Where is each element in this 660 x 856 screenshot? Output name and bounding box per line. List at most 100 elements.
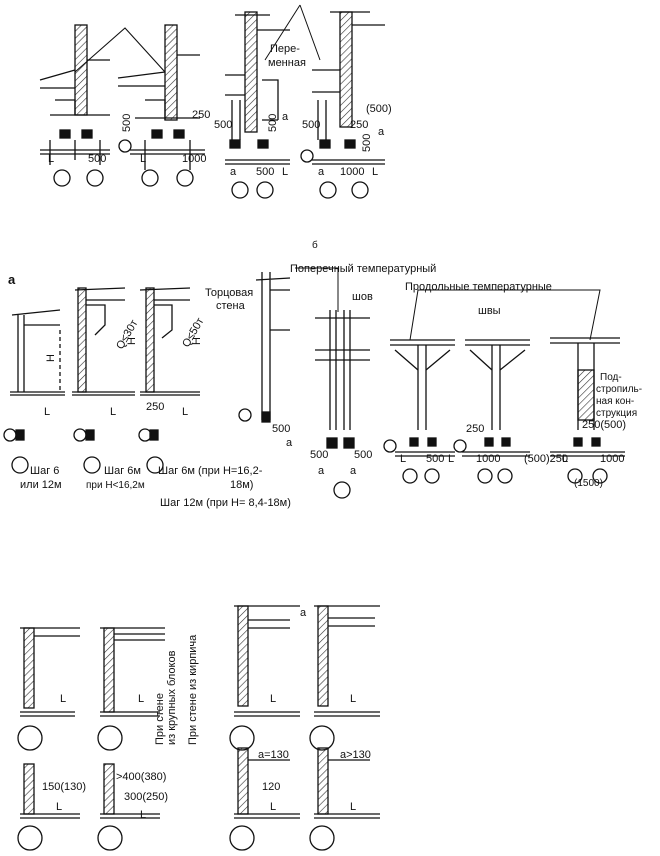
step-label-1b: или 12м bbox=[20, 479, 62, 491]
bot-dim-L3: L bbox=[270, 693, 276, 705]
mid-frame-2 bbox=[72, 287, 135, 474]
top-dim-L4: L bbox=[372, 166, 378, 178]
top-dim-500g: 500 bbox=[361, 134, 373, 152]
part-label-b: б bbox=[312, 239, 318, 251]
frame-node-1 bbox=[39, 24, 110, 187]
bot-node-3 bbox=[17, 763, 80, 851]
rafter-label-2: стропиль- bbox=[596, 384, 642, 395]
mid-frame-end-wall bbox=[238, 272, 291, 423]
top-dim-500c: 500 bbox=[214, 119, 232, 131]
mid-frame-3 bbox=[138, 287, 200, 474]
mid-dim-L6: L bbox=[562, 453, 568, 465]
step-label-2a: Шаг 6м bbox=[104, 465, 141, 477]
mid-dim-250par500: 250(500) bbox=[582, 419, 626, 431]
mid-frame-long-1 bbox=[383, 339, 455, 484]
bot-dim-a130: a=130 bbox=[258, 749, 289, 761]
bot-dim-agt130: a>130 bbox=[340, 749, 371, 761]
mid-dim-250: 250 bbox=[146, 401, 164, 413]
part-label-a: а bbox=[8, 272, 16, 287]
mid-frame-long-2 bbox=[453, 339, 530, 484]
top-dim-500par: (500) bbox=[366, 103, 392, 115]
bot-node-1 bbox=[17, 627, 80, 751]
mid-dim-L3: L bbox=[182, 406, 188, 418]
bot-node-2 bbox=[97, 627, 165, 751]
bot-dim-L2: L bbox=[138, 693, 144, 705]
top-dim-250b: 250 bbox=[350, 119, 368, 131]
end-wall-label-1: Торцовая bbox=[205, 287, 253, 299]
top-dim-1000b: 1000 bbox=[340, 166, 364, 178]
bot-dim-L5: L bbox=[56, 801, 62, 813]
mid-dim-L2: L bbox=[110, 406, 116, 418]
rafter-label-3: ная кон- bbox=[596, 396, 634, 407]
top-dim-a2: a bbox=[230, 166, 237, 178]
bot-node-8 bbox=[309, 747, 380, 851]
top-dim-500d: 500 bbox=[267, 114, 279, 132]
mid-dim-500ls: 500 bbox=[426, 453, 444, 465]
bottom-wall-nodes bbox=[17, 605, 380, 851]
mid-dim-500end: 500 bbox=[272, 423, 290, 435]
frame-node-3 bbox=[225, 11, 290, 199]
bot-dim-a1: a bbox=[300, 607, 307, 619]
transverse-seam-label-2: шов bbox=[352, 291, 373, 303]
step-label-2b: при H<16,2м bbox=[86, 480, 145, 491]
top-dim-L2: L bbox=[140, 153, 146, 165]
top-frame-nodes bbox=[39, 4, 385, 199]
bot-dim-300: 300(250) bbox=[124, 791, 168, 803]
top-dim-L1: L bbox=[48, 153, 54, 165]
bot-node-6 bbox=[309, 605, 380, 751]
top-dim-a4: a bbox=[318, 166, 325, 178]
blocks-wall-label-2: из крупных блоков bbox=[166, 650, 178, 745]
step-label-4: Шаг 12м (при H= 8,4-18м) bbox=[160, 497, 291, 509]
bot-dim-400: >400(380) bbox=[116, 771, 166, 783]
top-dim-500a: 500 bbox=[88, 153, 106, 165]
mid-dim-1000ls2: 1000 bbox=[600, 453, 624, 465]
variable-label-1: Пере- bbox=[270, 43, 300, 55]
bot-node-7 bbox=[229, 747, 300, 851]
bot-dim-120: 120 bbox=[262, 781, 280, 793]
mid-dim-250ls: 250 bbox=[466, 423, 484, 435]
top-dim-500e: 500 bbox=[256, 166, 274, 178]
mid-dim-500ts2: 500 bbox=[354, 449, 372, 461]
mid-q30: Q≤30т bbox=[114, 318, 140, 352]
step-label-1a: Шаг 6 bbox=[30, 465, 59, 477]
long-seams-label-1: Продольные температурные bbox=[405, 281, 552, 293]
mid-frame-1 bbox=[3, 309, 65, 474]
mid-dim-a-ts1: a bbox=[318, 465, 325, 477]
mid-dim-1500: (1500) bbox=[574, 478, 603, 489]
mid-frame-transverse bbox=[315, 310, 370, 499]
step-label-3a: Шаг 6м (при H=16,2- bbox=[158, 465, 263, 477]
brick-wall-label: При стене из кирпича bbox=[187, 634, 199, 745]
mid-dim-L4: L bbox=[400, 453, 406, 465]
long-seams-label-2: швы bbox=[478, 305, 501, 317]
mid-frame-long-3 bbox=[550, 337, 625, 484]
mid-dim-500ts1: 500 bbox=[310, 449, 328, 461]
bot-node-4 bbox=[97, 763, 160, 851]
rafter-label-1: Под- bbox=[600, 372, 622, 383]
bot-dim-L7: L bbox=[270, 801, 276, 813]
top-dim-500f: 500 bbox=[302, 119, 320, 131]
top-dim-500b: 500 bbox=[121, 114, 133, 132]
blocks-wall-label-1: При стене bbox=[154, 693, 166, 745]
transverse-seam-label-1: Поперечный температурный bbox=[290, 263, 436, 275]
mid-dim-L5: L bbox=[448, 453, 454, 465]
mid-dim-H2: H bbox=[126, 337, 138, 345]
bot-dim-L4: L bbox=[350, 693, 356, 705]
mid-dim-H3: H bbox=[191, 337, 203, 345]
bot-dim-L8: L bbox=[350, 801, 356, 813]
top-dim-a3: a bbox=[378, 126, 385, 138]
mid-frames bbox=[3, 267, 625, 499]
top-dim-1000a: 1000 bbox=[182, 153, 206, 165]
bot-dim-L1: L bbox=[60, 693, 66, 705]
bot-dim-L6: L bbox=[140, 809, 146, 821]
mid-dim-H1: H bbox=[45, 354, 57, 362]
mid-dim-a-ts2: a bbox=[350, 465, 357, 477]
variable-label-2: менная bbox=[268, 57, 306, 69]
top-dim-a1: a bbox=[282, 111, 289, 123]
frame-node-2 bbox=[117, 24, 205, 187]
top-dim-250a: 250 bbox=[192, 109, 210, 121]
end-wall-label-2: стена bbox=[216, 300, 246, 312]
bot-dim-150: 150(130) bbox=[42, 781, 86, 793]
mid-dim-500par250: (500)250 bbox=[524, 453, 568, 465]
bot-node-5 bbox=[229, 605, 300, 751]
